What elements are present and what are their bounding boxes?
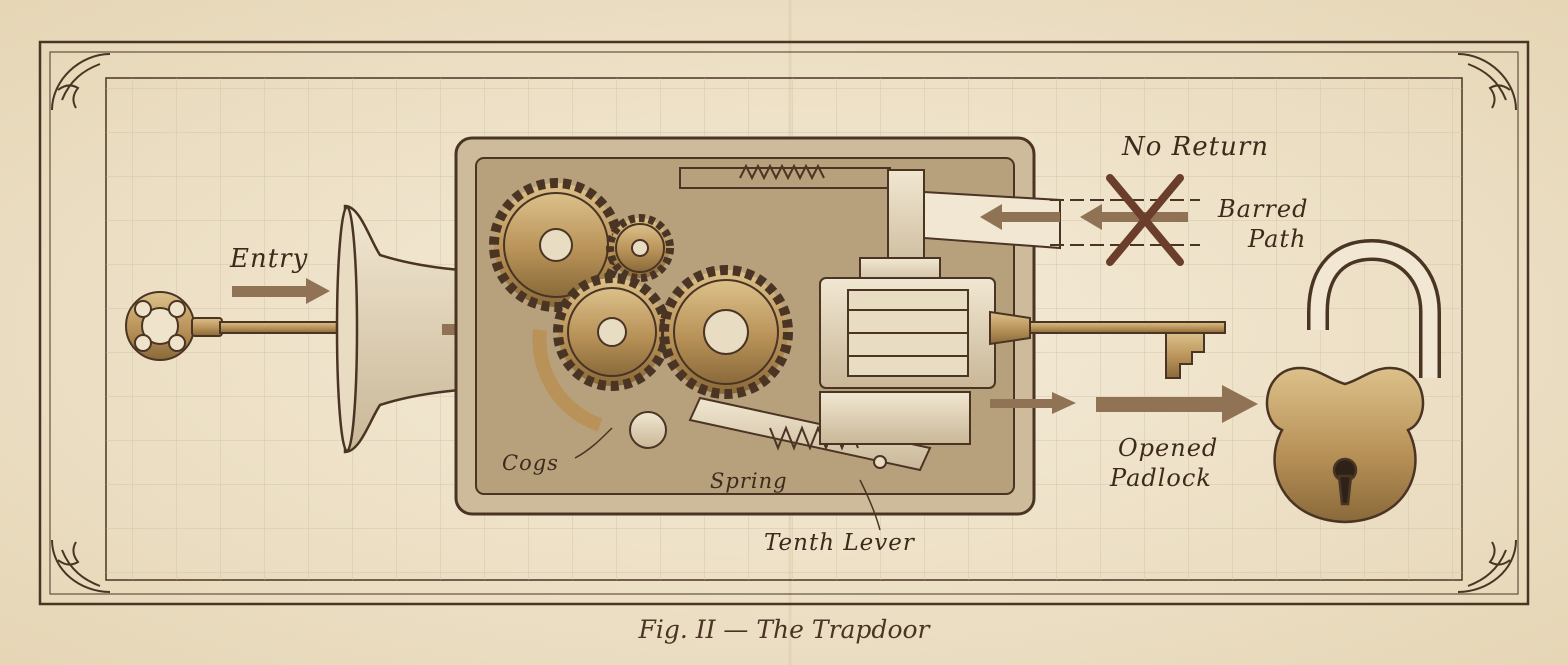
entry-arrow <box>232 278 330 304</box>
entry-horn <box>335 204 507 454</box>
gear-large-right <box>659 265 793 399</box>
barred-path-label-line2: Path <box>1247 225 1306 253</box>
key-icon <box>989 310 1226 379</box>
gear-large-left <box>489 178 623 312</box>
opened-padlock-label-line1: Opened <box>1118 434 1218 462</box>
barrel-cylinder <box>819 277 996 389</box>
no-return-label: No Return <box>1121 132 1269 162</box>
key-icon <box>125 291 433 369</box>
opened-padlock-label-line2: Padlock <box>1109 464 1212 492</box>
tenth-lever-label: Tenth Lever <box>764 530 916 556</box>
open-padlock-icon <box>1265 238 1441 524</box>
barred-path-label-line1: Barred <box>1217 195 1308 223</box>
gear-center <box>553 273 671 391</box>
lower-tumbler <box>819 391 971 445</box>
spring-label: Spring <box>710 469 788 493</box>
cogs-label: Cogs <box>502 451 559 475</box>
output-arrow-small <box>990 392 1076 414</box>
x-mark-icon <box>1106 174 1184 266</box>
figure-caption: Fig. II — The Trapdoor <box>638 615 932 644</box>
gear-bottom <box>532 329 667 449</box>
entry-label: Entry <box>229 244 308 274</box>
gear-small-top <box>606 214 674 282</box>
label-leader-lines <box>574 427 881 531</box>
output-arrow <box>1096 385 1258 423</box>
corner-flourish-icon <box>51 53 1517 593</box>
